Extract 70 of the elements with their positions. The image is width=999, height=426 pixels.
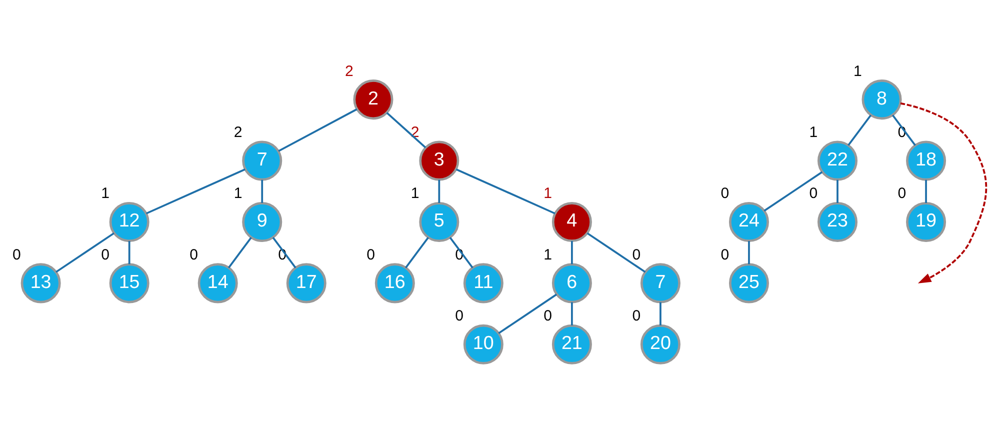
connector	[836, 179, 838, 203]
node-label: 1	[544, 246, 552, 263]
connector	[449, 236, 474, 268]
node-circle: 18	[906, 140, 946, 180]
node-label: 0	[101, 246, 110, 263]
node-label: 0	[632, 246, 641, 263]
connector	[278, 108, 358, 152]
node-circle: 24	[728, 201, 769, 242]
connector	[456, 168, 556, 214]
connector	[56, 232, 114, 272]
connector	[128, 240, 130, 264]
node-label: 1	[809, 124, 818, 141]
node-label: 0	[366, 246, 376, 263]
node-label: 0	[190, 246, 198, 263]
connector	[272, 236, 296, 268]
node-circle: 17	[286, 262, 326, 303]
node-circle: 12	[109, 201, 150, 242]
node-circle: 22	[817, 140, 858, 180]
node-label: 0	[898, 184, 906, 202]
node-label: 0	[809, 184, 818, 202]
connector	[571, 302, 573, 325]
connector	[571, 240, 573, 264]
connector	[586, 232, 646, 272]
node-circle: 14	[198, 262, 238, 303]
node-circle: 4	[552, 201, 592, 242]
arrow	[900, 102, 988, 283]
node-circle: 25	[728, 262, 769, 303]
node-circle: 16	[374, 262, 415, 303]
node-label: 1	[101, 184, 110, 202]
connector	[146, 168, 246, 214]
node-circle: 19	[906, 201, 946, 242]
connector	[892, 114, 916, 146]
connector	[386, 112, 426, 148]
node-circle: 6	[552, 262, 592, 303]
node-circle: 8	[862, 79, 902, 120]
node-label: 0	[632, 307, 641, 324]
node-label: 1	[234, 184, 242, 202]
node-circle: 7	[242, 140, 282, 180]
node-circle: 15	[109, 262, 150, 303]
node-label: 0	[455, 307, 464, 324]
node-label: 1	[410, 184, 420, 202]
connector	[438, 179, 440, 203]
connector	[228, 236, 252, 268]
node-label: 1	[544, 184, 552, 202]
node-label: 0	[720, 246, 730, 263]
connector	[660, 302, 662, 325]
node-label: 2	[234, 124, 242, 141]
connector	[764, 170, 823, 212]
node-circle: 10	[463, 324, 504, 364]
node-label: 2	[344, 62, 354, 80]
connector	[748, 240, 750, 264]
node-circle: 9	[242, 201, 282, 242]
connector	[498, 293, 558, 334]
node-label: 0	[544, 307, 552, 324]
node-circle: 21	[552, 324, 592, 364]
connector	[848, 114, 872, 146]
connector	[925, 179, 927, 203]
node-label: 0	[12, 246, 21, 263]
node-label: 0	[720, 184, 730, 202]
node-circle: 3	[419, 140, 460, 180]
node-label: 1	[854, 62, 862, 80]
node-circle: 20	[640, 324, 680, 364]
connector	[261, 179, 264, 203]
node-circle: 13	[20, 262, 61, 303]
node-circle: 11	[463, 262, 504, 303]
node-circle: 5	[419, 201, 460, 242]
connector	[404, 236, 429, 268]
node-circle: 2	[353, 79, 394, 120]
node-circle: 23	[817, 201, 858, 242]
node-circle: 7	[640, 262, 680, 303]
